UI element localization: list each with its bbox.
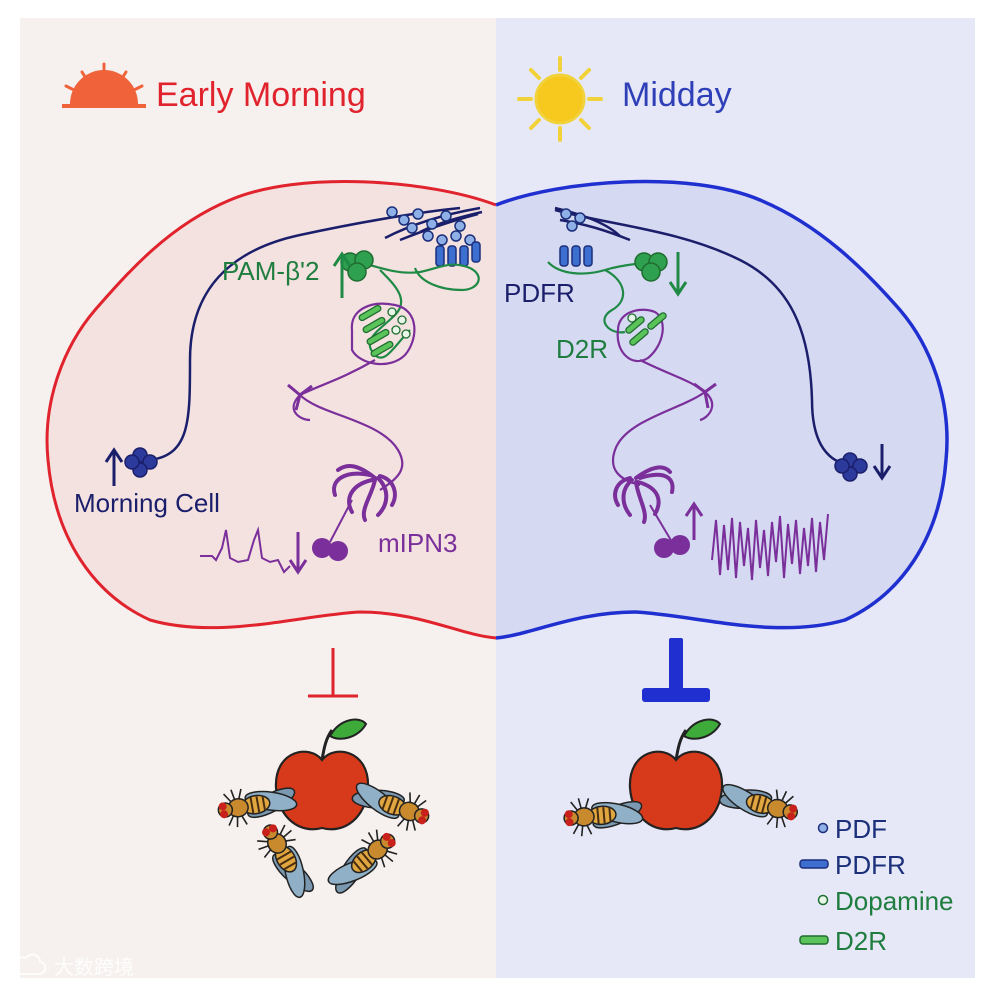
right-pdfr-receptors	[559, 245, 593, 267]
right-mipn3-stem	[649, 504, 673, 543]
right-pdf-soma	[834, 452, 868, 482]
strong-inhibition-icon	[642, 638, 710, 702]
right-pdf-terminal	[554, 206, 631, 242]
legend-label-dopamine: Dopamine	[835, 886, 954, 916]
dopamine-dot-icon	[817, 894, 829, 906]
left-mipn3-ending	[287, 383, 313, 411]
watermark: 大数跨境	[10, 953, 134, 979]
right-pdf-axon	[554, 208, 849, 467]
mipn3-label: mIPN3	[378, 528, 457, 558]
right-pam-soma	[634, 252, 668, 282]
left-mipn3-stem	[329, 499, 353, 543]
left-mipn3-dendrites	[332, 464, 397, 522]
legend-label-d2r: D2R	[835, 926, 887, 956]
d2r-label: D2R	[556, 334, 608, 364]
brain-right-fill	[496, 181, 947, 638]
left-mipn3-soma	[312, 538, 348, 561]
right-mipn3-soma	[654, 535, 690, 558]
legend-label-pdf: PDF	[835, 814, 887, 844]
pdfr-label: PDFR	[504, 278, 575, 308]
legend-item-d2r: D2R	[799, 926, 887, 956]
left-pdf-terminal	[384, 206, 483, 242]
legend-item-pdf: PDF	[817, 814, 887, 844]
legend: PDF PDFR Dopamine D2R	[799, 814, 954, 956]
left-mipn3-down-arrow	[288, 532, 308, 575]
legend-item-pdfr: PDFR	[799, 850, 906, 880]
left-pdf-vesicles	[386, 206, 476, 246]
right-mipn3-ending	[693, 382, 717, 409]
left-pam-neuron	[359, 260, 480, 359]
pdf-dot-icon	[817, 822, 829, 834]
midday-title: Midday	[622, 76, 732, 114]
left-d2r-cluster	[350, 302, 416, 366]
watermark-text: 大数跨境	[54, 956, 134, 979]
brain-left-fill	[47, 181, 496, 638]
legend-label-pdfr: PDFR	[835, 850, 906, 880]
morning-cell-soma	[124, 447, 158, 478]
right-pam-down-arrow	[668, 252, 688, 297]
morning-cell-up-arrow	[104, 447, 124, 486]
right-mipn3-up-arrow	[684, 501, 704, 540]
pdfr-receptor-icon	[799, 859, 829, 869]
left-activity-trace	[200, 526, 291, 574]
pam-up-arrow	[332, 251, 352, 298]
right-d2r-cluster	[616, 308, 667, 363]
left-pdf-axon	[149, 206, 461, 462]
right-pdf-down-arrow	[872, 444, 892, 481]
sun-icon	[517, 56, 603, 142]
brain-left-outline	[45, 180, 497, 640]
legend-item-dopamine: Dopamine	[817, 886, 954, 916]
weak-inhibition-icon	[308, 648, 358, 698]
brain-right-outline	[495, 179, 949, 640]
right-pdf-vesicles	[560, 208, 586, 232]
d2r-receptor-icon	[799, 935, 829, 945]
right-mipn3-dendrites	[613, 465, 675, 524]
sunrise-icon	[62, 62, 146, 108]
right-activity-trace	[711, 513, 829, 581]
morning-cell-label: Morning Cell	[74, 488, 220, 518]
watermark-logo-icon	[10, 953, 47, 975]
pam-soma	[340, 250, 374, 282]
morning-title: Early Morning	[156, 76, 366, 114]
pam-label: PAM-β'2	[222, 256, 319, 286]
